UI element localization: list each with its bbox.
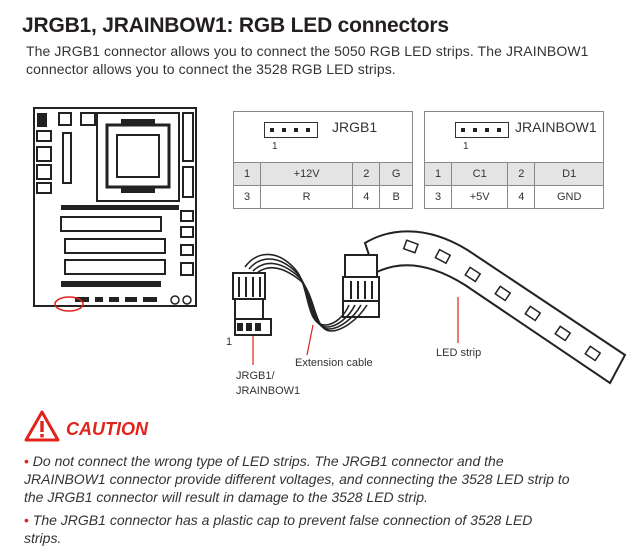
pin-1-marker: 1 — [272, 141, 278, 152]
pin-header-icon — [455, 122, 509, 138]
note-line: The JRGB1 connector has a plastic cap to… — [32, 512, 533, 528]
pin-signal: GND — [534, 185, 604, 209]
note-line: JRAINBOW1 connector provide different vo… — [24, 471, 570, 487]
note-line: the JRGB1 connector will result in damag… — [24, 489, 428, 505]
pin-number: 3 — [233, 185, 261, 209]
jrgb1-table-block: JRGB1 1 1 +12V 2 G 3 R 4 B — [233, 111, 413, 209]
page-title: JRGB1, JRAINBOW1: RGB LED connectors — [22, 14, 449, 37]
caution-note-2: • The JRGB1 connector has a plastic cap … — [24, 511, 532, 547]
led-strip-illustration — [232, 230, 627, 385]
jrgb1-label: JRGB1 — [332, 119, 378, 135]
jrainbow1-pinout-table: JRAINBOW1 1 1 C1 2 D1 3 +5V 4 GND — [424, 111, 604, 209]
led-strip-label: LED strip — [436, 347, 482, 359]
jrainbow1-table-block: JRAINBOW1 1 1 C1 2 D1 3 +5V 4 GND — [424, 111, 604, 209]
pin-number: 2 — [507, 162, 536, 186]
caution-note-1: • Do not connect the wrong type of LED s… — [24, 452, 570, 506]
pin-number: 1 — [424, 162, 452, 186]
connector-label-line-1: JRGB1/ — [236, 370, 275, 382]
extension-cable-label: Extension cable — [295, 357, 373, 369]
pin-1-marker: 1 — [226, 336, 233, 348]
pin-number: 1 — [233, 162, 261, 186]
pin-signal: +12V — [259, 162, 354, 186]
bullet-icon: • — [24, 512, 29, 528]
bullet-icon: • — [24, 453, 29, 469]
jrgb1-pinout-table: JRGB1 1 1 +12V 2 G 3 R 4 B — [233, 111, 413, 209]
note-line: strips. — [24, 530, 62, 546]
pin-signal: B — [379, 185, 413, 209]
jrainbow1-label: JRAINBOW1 — [515, 119, 597, 135]
pin-signal: D1 — [534, 162, 604, 186]
pin-signal: R — [259, 185, 354, 209]
intro-line-1: The JRGB1 connector allows you to connec… — [26, 43, 589, 59]
pin-number: 4 — [507, 185, 536, 209]
intro-line-2: connector allows you to connect the 3528… — [26, 61, 396, 77]
pin-number: 2 — [352, 162, 381, 186]
caution-triangle-icon — [24, 410, 60, 442]
pin-signal: C1 — [450, 162, 509, 186]
note-line: Do not connect the wrong type of LED str… — [32, 453, 504, 469]
caution-title: CAUTION — [66, 419, 148, 439]
pin-signal: G — [379, 162, 413, 186]
pin-1-marker: 1 — [463, 141, 469, 152]
pin-number: 3 — [424, 185, 452, 209]
motherboard-diagram — [33, 107, 197, 312]
pin-signal: +5V — [450, 185, 509, 209]
pin-header-icon — [264, 122, 318, 138]
pin-number: 4 — [352, 185, 381, 209]
connector-label-line-2: JRAINBOW1 — [236, 385, 301, 397]
